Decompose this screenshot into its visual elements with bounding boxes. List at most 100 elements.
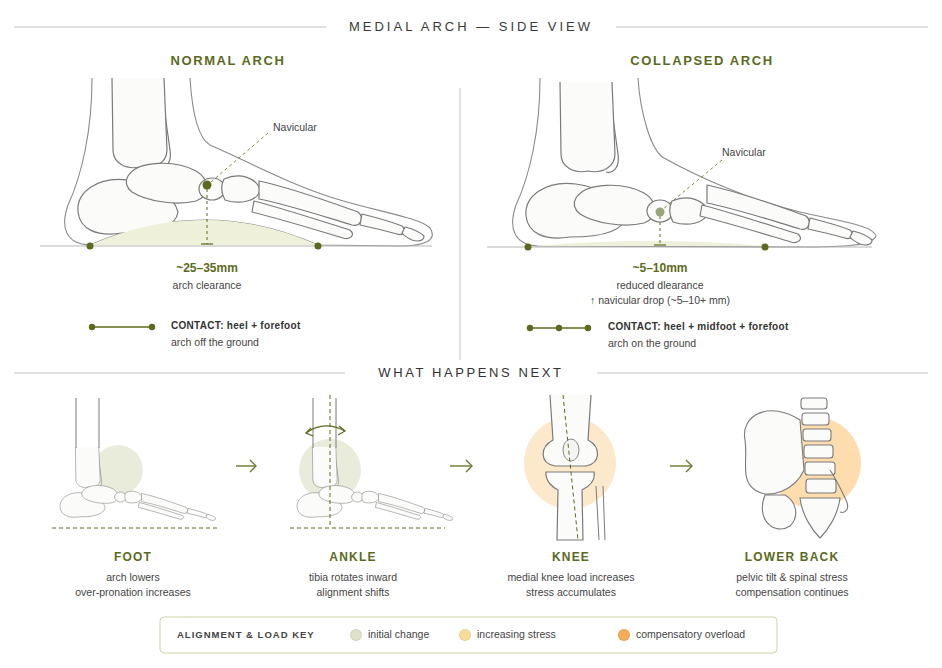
legend-label: compensatory overload bbox=[636, 628, 745, 641]
normal-foot bbox=[211, 133, 268, 182]
arrow-line bbox=[236, 465, 256, 466]
stage-foot-art bbox=[52, 398, 218, 528]
stage-ankle-art bbox=[290, 528, 445, 529]
stage-note: tibia rotates inward bbox=[309, 570, 397, 585]
stage-ankle-art bbox=[306, 426, 345, 433]
stage-knee-art bbox=[543, 395, 597, 466]
stage-ankle-art bbox=[319, 485, 379, 503]
legend-swatch bbox=[350, 629, 362, 641]
stage-ankle-art bbox=[297, 447, 453, 520]
legend-label: increasing stress bbox=[477, 628, 556, 641]
dimension-note: arch clearance bbox=[173, 279, 242, 292]
stage-foot-art bbox=[138, 493, 215, 520]
dimension-label: ~25–35mm bbox=[176, 261, 238, 276]
stage-box: KNEEmedial knee load increasesstress acc… bbox=[472, 395, 670, 605]
collapsed-foot bbox=[525, 244, 532, 251]
normal-foot bbox=[203, 181, 212, 190]
collapsed-foot bbox=[574, 185, 708, 225]
stage-ankle-art bbox=[297, 447, 342, 517]
header-rule bbox=[597, 373, 928, 374]
stage-heading: LOWER BACK bbox=[745, 550, 840, 565]
flow-arrow bbox=[450, 460, 472, 472]
stage-knee-art bbox=[563, 395, 578, 540]
collapsed-foot bbox=[527, 325, 533, 331]
stage-back-art bbox=[744, 411, 804, 494]
collapsed-foot bbox=[660, 216, 661, 245]
contact-note: arch on the ground bbox=[608, 337, 696, 350]
collapsed-foot bbox=[535, 241, 765, 246]
stage-note: stress accumulates bbox=[526, 585, 616, 600]
collapsed-foot bbox=[487, 78, 876, 331]
stage-foot-art bbox=[52, 528, 218, 529]
stage-box: LOWER BACK pelvic tilt & spinal stresscom… bbox=[692, 395, 892, 605]
normal-foot bbox=[87, 243, 94, 250]
panel-heading: NORMAL ARCH bbox=[170, 53, 285, 69]
arrow-head bbox=[686, 460, 692, 472]
stage-foot-art bbox=[60, 447, 216, 520]
flow-arrow bbox=[236, 460, 256, 472]
stage-ankle-art bbox=[375, 493, 452, 520]
stage-back-art bbox=[806, 479, 836, 493]
arrow-head bbox=[250, 460, 256, 472]
stage-back-art bbox=[800, 498, 840, 538]
stage-note: compensation continues bbox=[735, 585, 848, 600]
normal-foot bbox=[90, 220, 318, 245]
section-heading: WHAT HAPPENS NEXT bbox=[378, 365, 563, 381]
bone-label: Navicular bbox=[273, 121, 317, 134]
stage-back-art bbox=[802, 413, 829, 425]
stage-box: FOOTarch lowersover-pronation increases bbox=[30, 395, 236, 605]
stage-ankle-art bbox=[290, 395, 453, 528]
contact-label: CONTACT: heel + forefoot bbox=[171, 320, 301, 333]
collapsed-foot bbox=[762, 244, 769, 251]
stage-back-art bbox=[830, 470, 848, 512]
dimension-note: reduced dlearance bbox=[617, 279, 704, 292]
collapsed-foot bbox=[654, 244, 666, 245]
normal-foot bbox=[207, 189, 208, 244]
stage-foot-art bbox=[76, 398, 99, 448]
normal-foot bbox=[78, 78, 178, 234]
arrow-head bbox=[466, 460, 472, 472]
stage-heading: KNEE bbox=[552, 550, 590, 565]
diagram-title: MEDIAL ARCH — SIDE VIEW bbox=[349, 19, 593, 35]
stage-heading: ANKLE bbox=[329, 550, 376, 565]
panel-heading: COLLAPSED ARCH bbox=[630, 53, 773, 69]
contact-label: CONTACT: heel + midfoot + forefoot bbox=[608, 321, 789, 334]
arrow-line bbox=[670, 465, 692, 466]
legend-frame bbox=[160, 617, 777, 653]
stage-foot-art bbox=[60, 447, 105, 517]
stage-back-art bbox=[804, 445, 833, 458]
header-rule bbox=[14, 27, 326, 28]
stage-knee-art bbox=[596, 486, 605, 540]
stage-ankle-art bbox=[330, 395, 331, 528]
stage-note: pelvic tilt & spinal stress bbox=[736, 570, 847, 585]
normal-foot bbox=[40, 246, 432, 247]
normal-foot bbox=[40, 78, 432, 330]
contact-note: arch off the ground bbox=[171, 336, 259, 349]
stage-knee-art bbox=[546, 472, 594, 540]
flow-arrow bbox=[670, 460, 692, 472]
stage-knee-art bbox=[524, 395, 616, 540]
header-rule bbox=[14, 27, 928, 373]
legend-swatch bbox=[618, 629, 630, 641]
collapsed-foot bbox=[700, 185, 872, 245]
header-rule bbox=[14, 373, 345, 374]
header-rule bbox=[460, 88, 461, 360]
normal-foot bbox=[65, 78, 433, 246]
stage-back-art bbox=[803, 429, 831, 441]
legend-label: initial change bbox=[368, 628, 429, 641]
bone-label: Navicular bbox=[722, 146, 766, 159]
stage-ankle-art bbox=[338, 426, 345, 435]
stage-box: ANKLE tibia rotates inwardalignment shift… bbox=[256, 395, 450, 605]
stage-note: alignment shifts bbox=[317, 585, 390, 600]
normal-foot bbox=[149, 324, 155, 330]
arrow-line bbox=[450, 465, 472, 466]
stage-heading: FOOT bbox=[114, 550, 152, 565]
collapsed-foot bbox=[663, 160, 722, 209]
stage-ankle-art bbox=[306, 428, 313, 436]
normal-foot bbox=[315, 243, 322, 250]
header-rule bbox=[616, 27, 928, 28]
normal-foot bbox=[201, 243, 213, 244]
